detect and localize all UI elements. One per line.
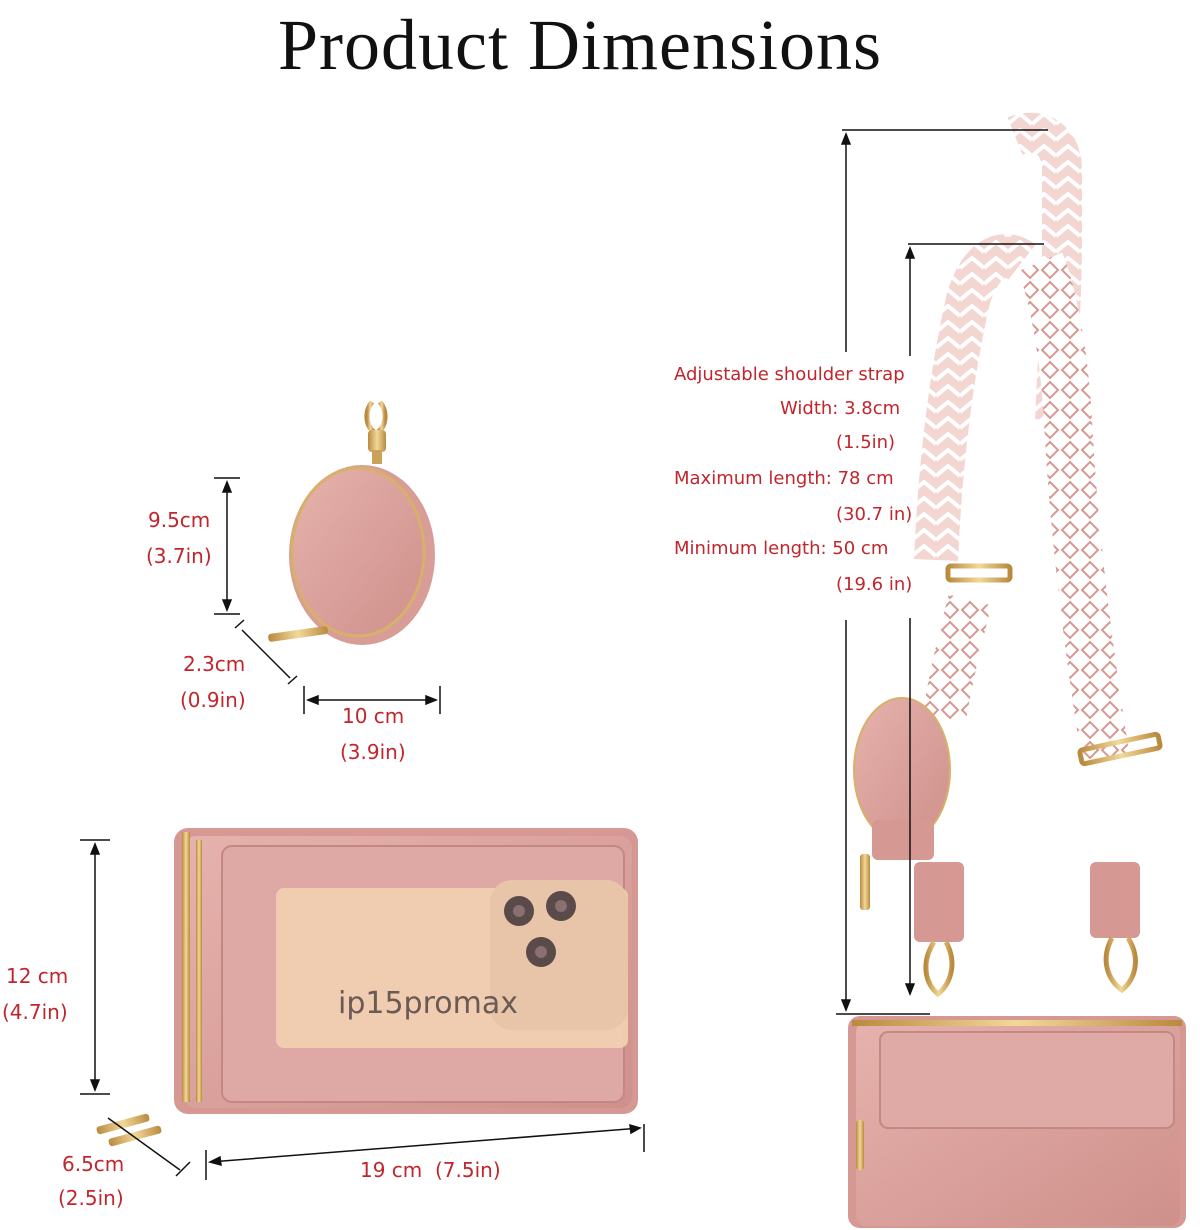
coin-width-line bbox=[303, 686, 441, 714]
strap-min-in: (19.6 in) bbox=[836, 574, 913, 595]
coin-height-line bbox=[214, 477, 240, 615]
coin-height-in: (3.7in) bbox=[146, 544, 212, 568]
wallet-icon bbox=[96, 828, 638, 1147]
coin-purse-icon bbox=[853, 697, 951, 910]
coin-depth-in: (0.9in) bbox=[180, 688, 246, 712]
strap-min-label: Minimum length: 50 cm bbox=[674, 538, 889, 559]
strap-width-label: Width: 3.8cm bbox=[780, 398, 901, 419]
coin-depth-line bbox=[234, 619, 298, 685]
wallet-width: 19 cm (7.5in) bbox=[360, 1158, 501, 1182]
wallet-depth-in: (2.5in) bbox=[58, 1186, 124, 1210]
wallet-height-line bbox=[80, 839, 110, 1095]
crossbody-bag-icon bbox=[848, 1016, 1186, 1228]
page-title: Product Dimensions bbox=[278, 5, 882, 85]
coin-depth-cm: 2.3cm bbox=[183, 652, 246, 676]
strap-title: Adjustable shoulder strap bbox=[674, 364, 905, 385]
strap-max-label: Maximum length: 78 cm bbox=[674, 468, 894, 489]
strap-width-in: (1.5in) bbox=[836, 432, 896, 453]
wallet-depth-cm: 6.5cm bbox=[62, 1152, 125, 1176]
strap-max-in: (30.7 in) bbox=[836, 504, 913, 525]
strap-max-length-line bbox=[836, 129, 1048, 1015]
coin-width-in: (3.9in) bbox=[340, 740, 406, 764]
wallet-depth-line bbox=[107, 1117, 191, 1177]
phone-model-label: ip15promax bbox=[338, 986, 518, 1021]
coin-width-cm: 10 cm bbox=[342, 704, 405, 728]
wallet-height-cm: 12 cm bbox=[6, 964, 69, 988]
strap-icon bbox=[914, 112, 1163, 998]
strap-min-length-line bbox=[904, 243, 1044, 997]
coin-purse-icon bbox=[268, 400, 435, 645]
wallet-height-in: (4.7in) bbox=[2, 1000, 68, 1024]
wallet-width-line bbox=[205, 1123, 645, 1180]
coin-height-cm: 9.5cm bbox=[148, 508, 211, 532]
